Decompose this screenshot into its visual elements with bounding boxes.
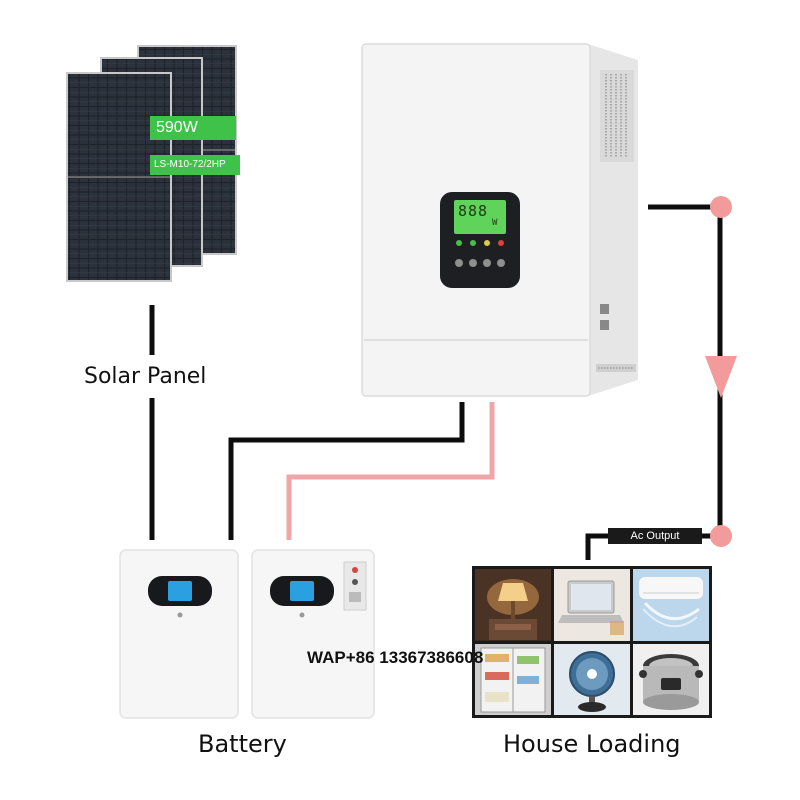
battery-indicator-icon bbox=[177, 612, 183, 618]
rice-cooker-photo bbox=[633, 643, 709, 715]
watermark-text: WAP+86 13367386608 bbox=[307, 648, 484, 667]
inverter-vent bbox=[596, 70, 636, 372]
inverter-lcd-unit: W bbox=[492, 218, 498, 228]
solar-panel-front bbox=[66, 72, 172, 282]
refrigerator-photo bbox=[475, 643, 551, 715]
inverter-lcd-digits: 888 bbox=[458, 202, 489, 220]
fan-photo bbox=[554, 643, 630, 715]
ac-output-tag: Ac Output bbox=[608, 528, 702, 544]
battery-unit-left bbox=[119, 549, 239, 719]
lamp-photo bbox=[475, 569, 551, 641]
battery-indicator-icon bbox=[299, 612, 305, 618]
battery-unit-right bbox=[251, 549, 375, 719]
inverter-led-row bbox=[456, 240, 504, 246]
inverter-body bbox=[361, 43, 638, 397]
hybrid-inverter: 888 W bbox=[360, 42, 640, 398]
battery-label: Battery bbox=[198, 730, 287, 758]
inverter-buttons bbox=[455, 259, 505, 267]
house-loading-label: House Loading bbox=[503, 730, 681, 758]
inverter-lcd-screen bbox=[454, 200, 506, 234]
ac-node-top bbox=[710, 196, 732, 218]
inverter-port bbox=[600, 304, 609, 314]
flow-arrow-down-icon bbox=[705, 356, 737, 398]
solar-power-tag: 590W bbox=[150, 116, 236, 140]
laptop-photo bbox=[554, 569, 630, 641]
inverter-battery-cable-pink bbox=[286, 402, 495, 540]
ac-node-bottom bbox=[710, 525, 732, 547]
solar-model-tag: LS-M10-72/2HP bbox=[150, 155, 240, 175]
air-conditioner-photo bbox=[633, 569, 709, 641]
appliance-grid bbox=[472, 566, 712, 718]
solar-panel-label: Solar Panel bbox=[84, 364, 207, 389]
battery-units bbox=[119, 549, 375, 719]
inverter-battery-cable-black bbox=[228, 402, 465, 540]
inverter-port bbox=[600, 320, 609, 330]
